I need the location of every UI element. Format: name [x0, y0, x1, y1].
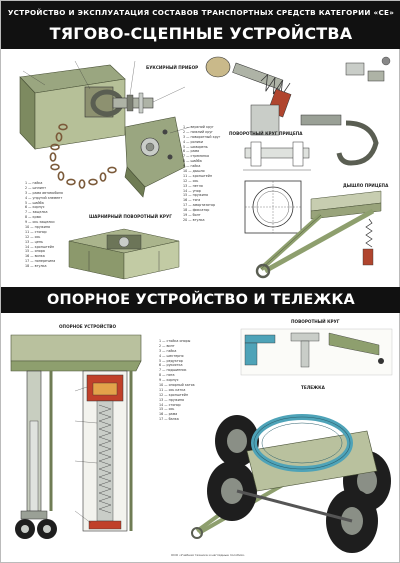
legend-item: 9 — корпус	[159, 378, 179, 383]
legend-item: 6 — рама	[183, 149, 200, 154]
legend-item: 16 — рама	[159, 412, 178, 417]
legend-item: 1 — стойка опоры	[159, 339, 191, 343]
legend-item: 11 — ось катка	[159, 387, 186, 392]
pivot-ring-section	[243, 141, 311, 171]
legend-item: 17 — амортизатор	[183, 203, 216, 208]
caption-support: ОПОРНОЕ УСТРОЙСТВО	[59, 324, 117, 329]
legend-item: 11 — кронштейн	[183, 173, 213, 178]
legend-item: 3 — рама автомобиля	[25, 190, 63, 195]
section2-title: ОПОРНОЕ УСТРОЙСТВО И ТЕЛЕЖКА	[47, 292, 355, 308]
legend-item: 15 — ось	[159, 407, 175, 412]
section2-band: ОПОРНОЕ УСТРОЙСТВО И ТЕЛЕЖКА	[1, 287, 400, 313]
caption-turntable: ПОВОРОТНЫЙ КРУГ	[291, 319, 340, 324]
legend-item: 2 — винт	[159, 343, 175, 348]
legend-item: 6 — рукоятка	[159, 363, 183, 368]
legend-item: 14 — кронштейн	[25, 244, 55, 249]
legend-item: 17 — поперечина	[25, 259, 56, 264]
legend-item: 8 — шайба	[183, 159, 202, 164]
legend-item: 2 — шплинт	[25, 185, 46, 190]
legend-item: 10 — дышло	[183, 169, 205, 174]
legend-item: 7 — стремянка	[183, 154, 209, 159]
legend-item: 14 — стопор	[159, 402, 181, 407]
caption-bogie: ТЕЛЕЖКА	[301, 385, 325, 390]
legend-top-right: 1 — верхний круг 2 — нижний круг 3 — пов…	[183, 125, 238, 223]
footer-publisher: ООО «Учебная техника и наглядные пособия…	[171, 553, 245, 557]
legend-top-left: 1 — гайка 2 — шплинт 3 — рама автомобиля…	[25, 181, 77, 269]
legend-item: 13 — петля	[183, 183, 203, 188]
legend-item: 9 — гайка	[183, 164, 201, 169]
caption-pivot-ring: ПОВОРОТНЫЙ КРУГ ПРИЦЕПА	[229, 131, 303, 136]
header-band: УСТРОЙСТВО И ЭКСПЛУАТАЦИЯ СОСТАВОВ ТРАНС…	[1, 1, 400, 49]
legend-item: 10 — опорный каток	[159, 383, 195, 388]
legend-item: 10 — пружина	[25, 225, 51, 230]
turntable-section	[240, 328, 393, 376]
legend-item: 12 — ось	[183, 178, 199, 183]
legend-item: 9 — ось защелки	[25, 220, 55, 225]
legend-item: 16 — тяга	[183, 198, 201, 203]
legend-item: 20 — втулка	[183, 217, 205, 222]
bogie-illustration	[191, 414, 391, 553]
hitch-illustration	[19, 60, 191, 198]
legend-item: 8 — пята	[159, 373, 175, 378]
legend-item: 5 — шкворень	[183, 144, 208, 149]
legend-item: 18 — фиксатор	[183, 208, 210, 213]
legend-item: 7 — защелка	[25, 210, 48, 215]
legend-item: 16 — вилка	[25, 254, 45, 259]
legend-item: 7 — подшипник	[159, 368, 187, 373]
support-leg-illustration	[10, 334, 142, 539]
legend-item: 12 — кронштейн	[159, 392, 189, 397]
legend-item: 8 — крюк	[25, 215, 42, 220]
legend-item: 14 — упор	[183, 188, 201, 193]
legend-item: 12 — ось	[25, 234, 41, 239]
legend-item: 1 — гайка	[25, 181, 43, 185]
legend-item: 15 — опора	[25, 249, 45, 254]
pin-assembly-illustration	[205, 56, 391, 166]
legend-bottom: 1 — стойка опоры 2 — винт 3 — гайка 4 — …	[159, 339, 219, 422]
legend-item: 18 — втулка	[25, 264, 47, 269]
legend-item: 13 — пружина	[159, 397, 185, 402]
caption-drawbar: ДЫШЛО ПРИЦЕПА	[343, 183, 389, 188]
legend-item: 5 — редуктор	[159, 358, 183, 363]
legend-item: 3 — гайка	[159, 348, 177, 353]
poster-title: ТЯГОВО-СЦЕПНЫЕ УСТРОЙСТВА	[49, 24, 353, 43]
legend-item: 19 — болт	[183, 213, 201, 218]
hinged-ring-illustration	[68, 228, 180, 280]
legend-item: 1 — верхний круг	[183, 125, 214, 129]
legend-item: 4 — упругий элемент	[25, 195, 63, 200]
legend-item: 6 — корпус	[25, 205, 45, 210]
drawbar-illustration	[255, 190, 382, 279]
legend-item: 3 — поворотный круг	[183, 134, 221, 139]
legend-item: 17 — балка	[159, 417, 179, 422]
legend-item: 5 — шайба	[25, 200, 44, 205]
legend-item: 11 — стопор	[25, 229, 47, 234]
poster-subtitle: УСТРОЙСТВО И ЭКСПЛУАТАЦИЯ СОСТАВОВ ТРАНС…	[7, 8, 395, 17]
caption-hitch: БУКСИРНЫЙ ПРИБОР	[146, 65, 199, 70]
ring-frame-plan	[244, 180, 302, 234]
legend-item: 4 — шестерня	[159, 353, 184, 358]
legend-item: 4 — ролики	[183, 139, 203, 144]
legend-item: 13 — цепь	[25, 239, 43, 244]
legend-item: 2 — нижний круг	[183, 129, 214, 134]
legend-item: 15 — пружина	[183, 193, 209, 198]
caption-hinged-ring: ШАРНИРНЫЙ ПОВОРОТНЫЙ КРУГ	[89, 214, 172, 219]
